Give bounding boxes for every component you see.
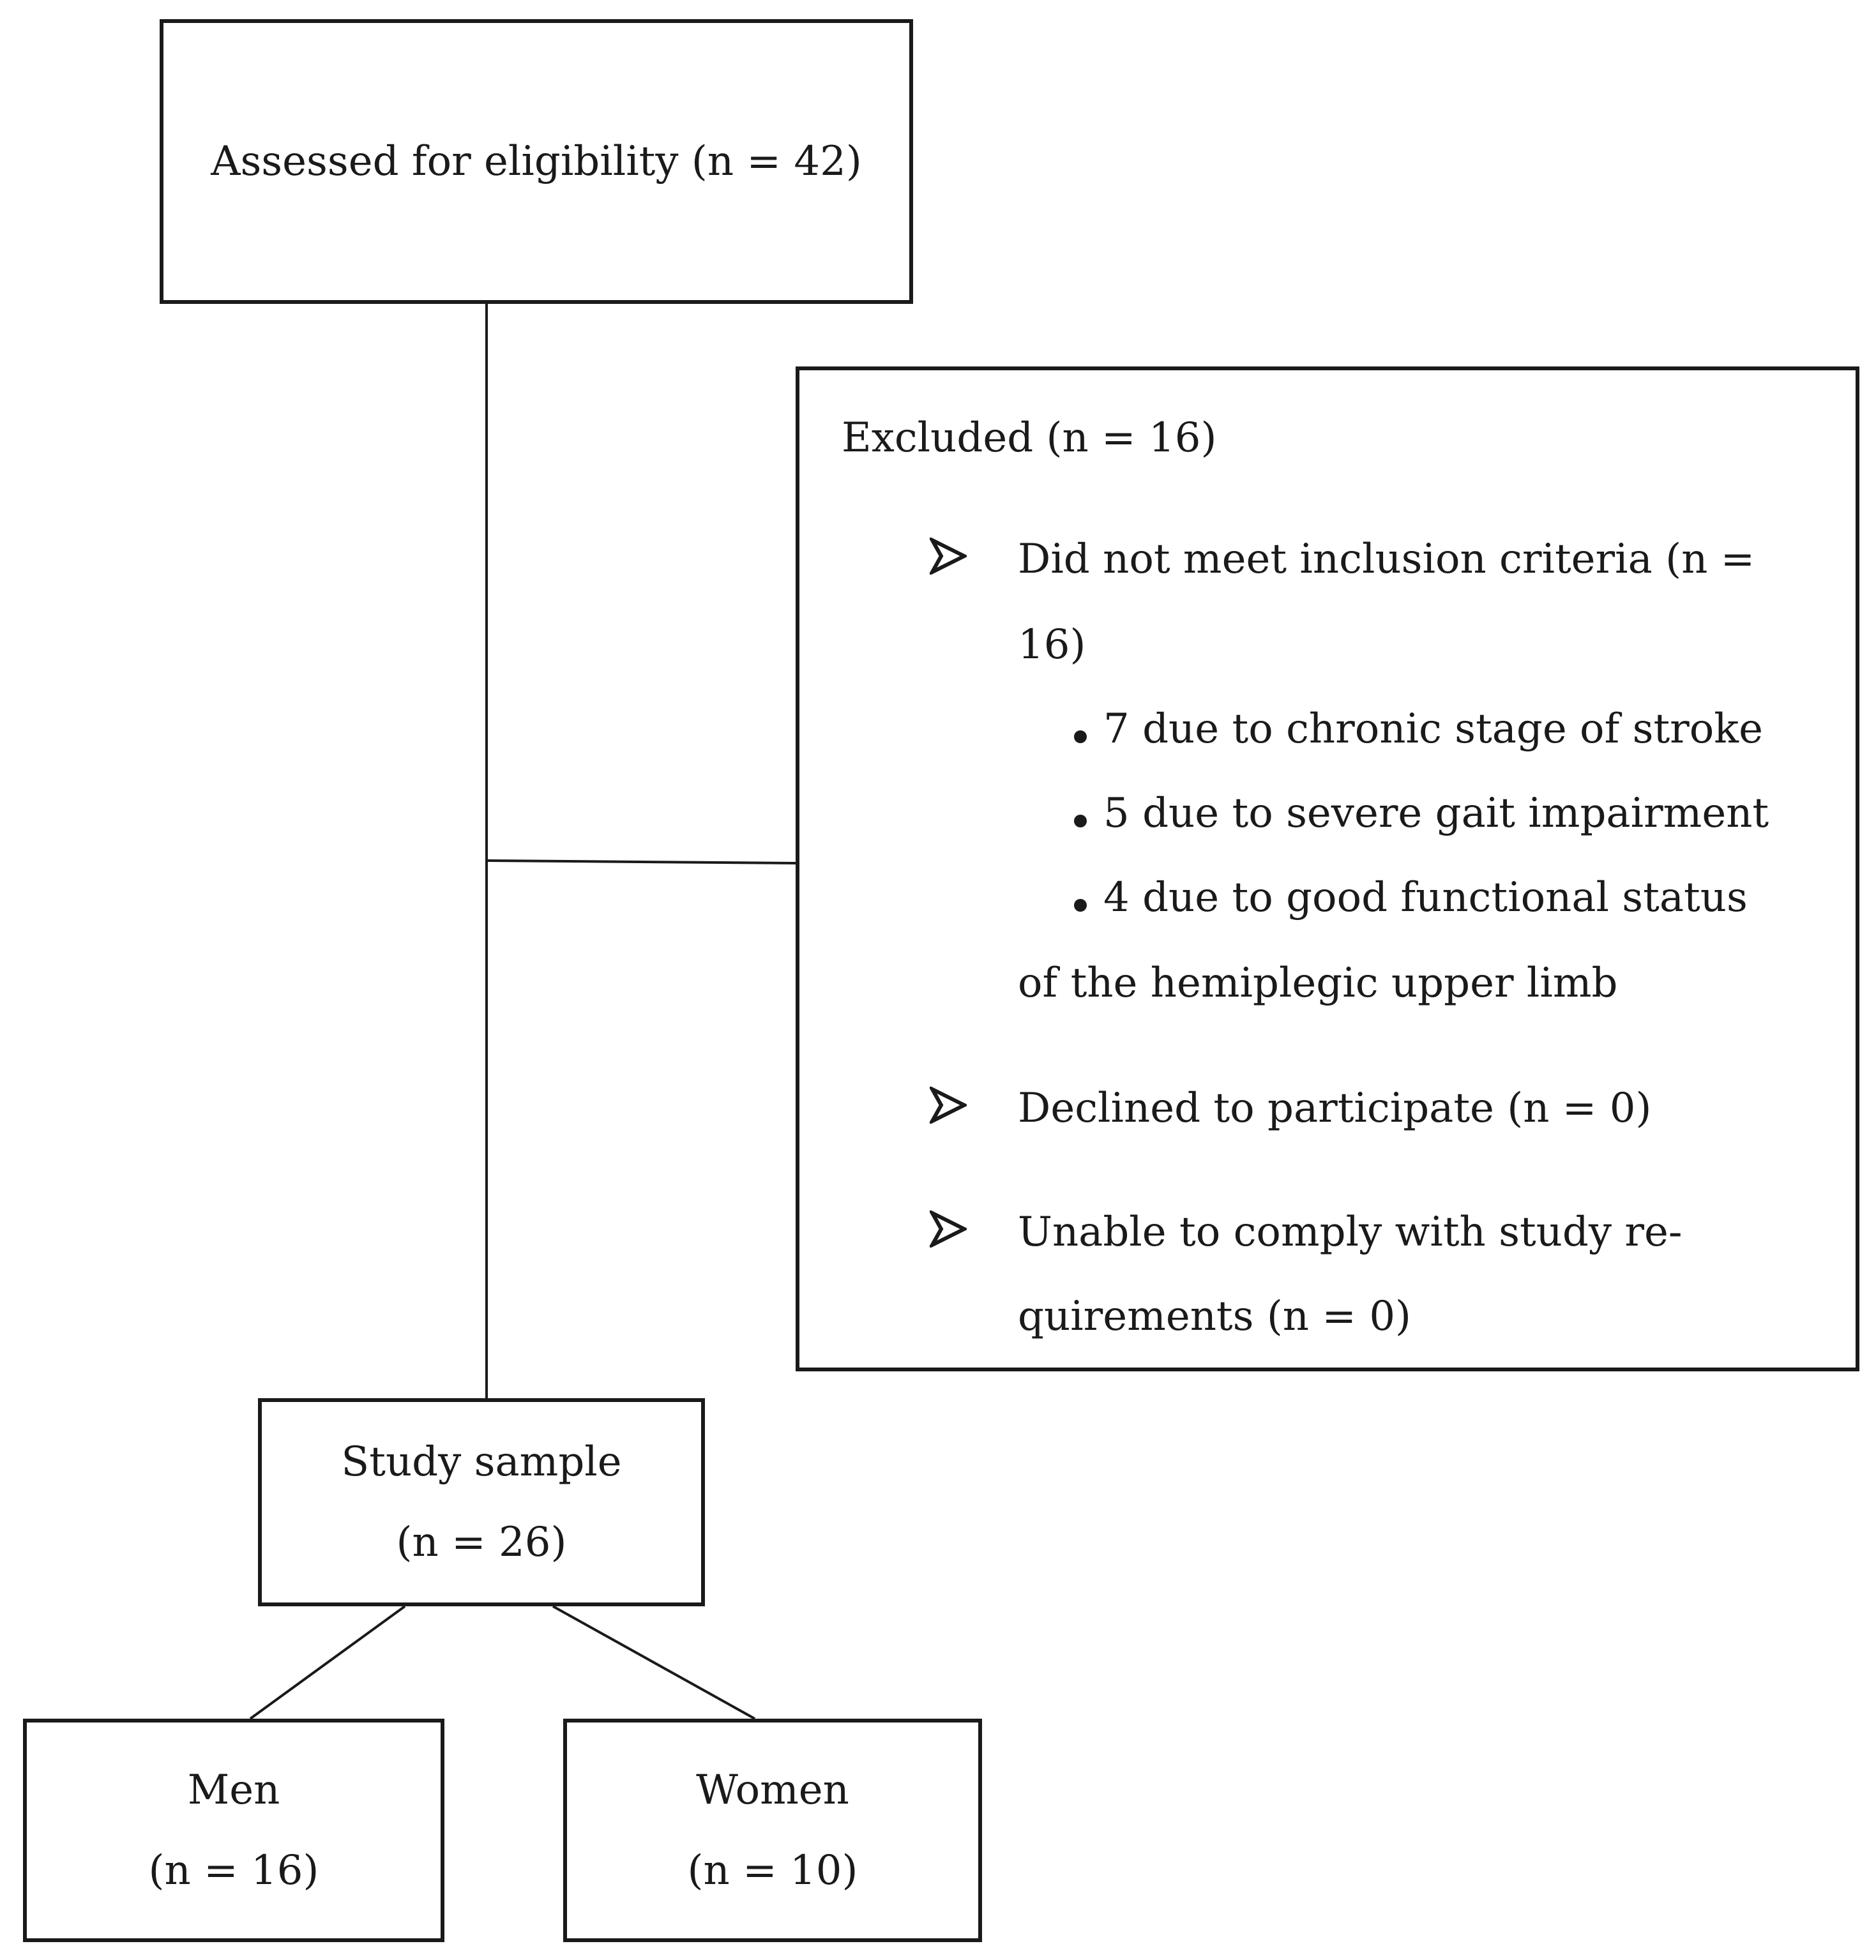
connector-sample-to-men [249,1605,406,1720]
unable-line-1: Unable to comply with study re- [1018,1209,1683,1256]
women-count: (n = 10) [687,1847,858,1894]
arrowhead-bullet-icon [930,538,967,575]
unable-line-2: quirements (n = 0) [1018,1293,1411,1340]
women-box: Women (n = 10) [563,1719,982,1942]
criteria-line-1: Did not meet inclusion criteria (n = [1018,536,1755,583]
assessed-label: Assessed for eligibility (n = 42) [211,138,862,185]
arrowhead-bullet-icon [930,1087,967,1124]
reason-item: 7 due to chronic stage of stroke [1103,705,1763,753]
bullet-dot-icon [1074,815,1087,827]
bullet-dot-icon [1074,730,1087,743]
women-label: Women [696,1767,849,1814]
bullet-dot-icon [1074,899,1087,912]
connector-sample-to-women [552,1605,755,1720]
reason-continuation: of the hemiplegic upper limb [1018,960,1618,1007]
connector-to-excluded [486,859,796,864]
arrowhead-bullet-icon [930,1210,967,1248]
men-count: (n = 16) [148,1847,319,1894]
criteria-line-2: 16) [1018,621,1086,668]
reason-item: 5 due to severe gait impairment [1103,790,1769,837]
assessed-box: Assessed for eligibility (n = 42) [160,19,913,304]
excluded-box: Excluded (n = 16) Did not meet inclusion… [796,366,1859,1371]
men-box: Men (n = 16) [23,1719,444,1942]
excluded-heading: Excluded (n = 16) [842,414,1217,462]
study-sample-count: (n = 26) [396,1519,567,1566]
men-label: Men [187,1767,280,1814]
study-sample-box: Study sample (n = 26) [258,1398,705,1606]
reason-item: 4 due to good functional status [1103,874,1748,921]
declined-item: Declined to participate (n = 0) [1018,1085,1652,1132]
study-sample-label: Study sample [341,1438,622,1486]
